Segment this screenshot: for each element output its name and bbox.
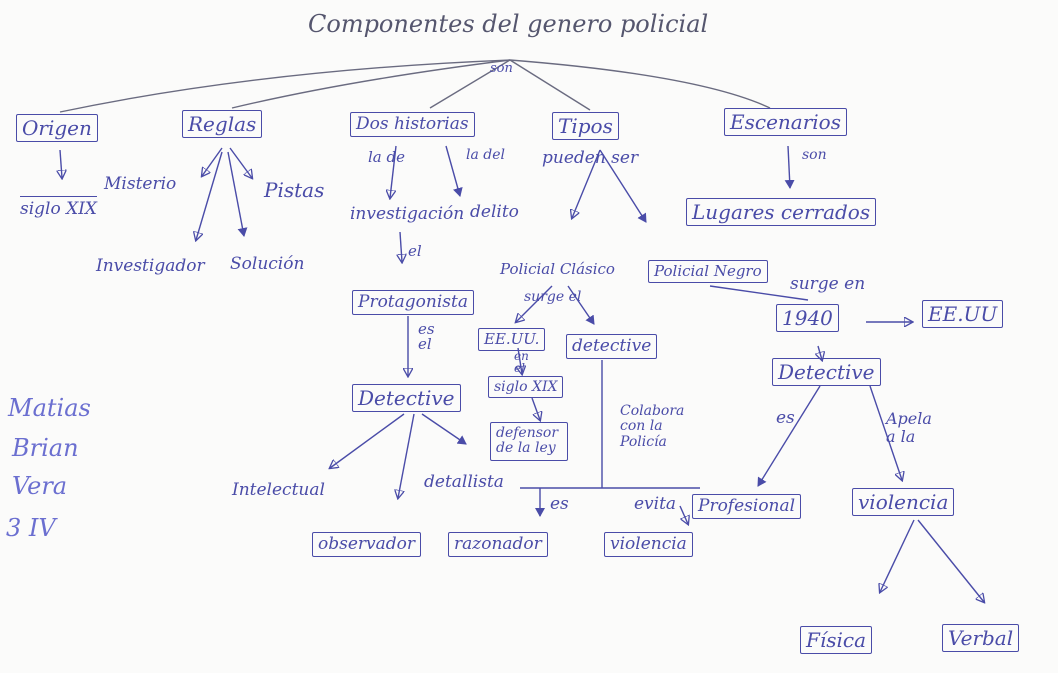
- node-policial-negro: Policial Negro: [648, 260, 768, 283]
- node-profesional: Profesional: [692, 494, 802, 519]
- edge-label-son-escenarios: son: [802, 147, 827, 163]
- signature-course: 3 IV: [6, 514, 56, 542]
- line-title-reglas: [231, 59, 511, 109]
- arrow-escenarios-lugares: [784, 145, 795, 189]
- edge-label-surge-en: surge en: [790, 274, 866, 294]
- node-defensor: defensor de la ley: [490, 422, 568, 461]
- edge-label-colabora: Colabora con la Policía: [620, 403, 685, 450]
- arrow-dos-investigacion: [390, 145, 397, 198]
- signature-name-1: Matias: [8, 394, 91, 422]
- arrow-clasico-eeuu: [516, 285, 553, 322]
- node-delito: delito: [470, 202, 519, 222]
- line-title-dos-historias: [429, 59, 511, 109]
- node-intelectual: Intelectual: [232, 480, 325, 500]
- edge-label-el: el: [408, 242, 422, 260]
- edge-label-es-el: es el: [418, 320, 435, 353]
- node-detective-mid: detective: [566, 334, 658, 359]
- signature-name-3: Vera: [12, 472, 68, 500]
- arrow-detective-detallista: [421, 413, 467, 445]
- edge-label-surge-el: surge el: [524, 289, 582, 305]
- node-origen: Origen: [16, 114, 98, 142]
- node-detective-right: Detective: [772, 358, 881, 386]
- arrow-eeuu-siglo: [518, 347, 522, 374]
- edge-label-en-el: en el: [514, 349, 529, 375]
- edge-label-apela: Apela a la: [886, 409, 932, 447]
- arrow-reglas-misterio: [202, 147, 223, 176]
- arrow-tipos-negro: [599, 149, 647, 223]
- node-tipos: Tipos: [552, 112, 619, 140]
- node-investigacion: investigación: [350, 204, 465, 224]
- node-misterio: Misterio: [104, 174, 177, 194]
- node-pistas: Pistas: [264, 178, 325, 202]
- node-reglas: Reglas: [182, 110, 263, 138]
- arrow-1940-detective: [818, 345, 822, 360]
- node-investigador: Investigador: [96, 256, 205, 276]
- line-title-origen: [59, 59, 511, 113]
- node-protagonista: Protagonista: [352, 290, 474, 315]
- node-escenarios: Escenarios: [724, 108, 847, 136]
- arrow-detective-profesional: [757, 385, 821, 487]
- arrow-clasico-detective: [567, 285, 595, 325]
- map-title: Componentes del genero policial: [308, 10, 709, 38]
- edge-label-la-del: la del: [466, 147, 505, 163]
- node-siglo-xix-left: siglo XIX: [20, 196, 98, 218]
- node-1940: 1940: [776, 304, 839, 332]
- arrow-violencia-fisica: [880, 519, 915, 592]
- line-title-tipos: [509, 59, 591, 111]
- node-observador: observador: [312, 532, 422, 557]
- edge-label-es-bottom: es: [550, 494, 569, 514]
- edge-label-pueden-ser: pueden ser: [542, 148, 639, 168]
- edge-label-evita: evita: [634, 494, 677, 514]
- node-fisica: Física: [800, 626, 873, 654]
- node-razonador: razonador: [448, 532, 548, 557]
- arrow-reglas-solucion: [227, 151, 248, 237]
- arrow-violencia-verbal: [917, 519, 984, 602]
- arrow-siglo-defensor: [531, 397, 540, 420]
- node-eeuu-mid: EE.UU.: [478, 328, 546, 351]
- arrow-tipos-clasico: [572, 149, 601, 218]
- line-title-escenarios: [509, 59, 771, 109]
- arrow-investigacion-protagonista: [400, 231, 402, 262]
- line-negro-1940: [709, 285, 809, 301]
- node-policial-clasico: Policial Clásico: [500, 260, 615, 278]
- node-violencia-right: violencia: [852, 488, 955, 516]
- node-detective-left: Detective: [352, 384, 461, 412]
- edge-label-la-de: la de: [368, 148, 405, 166]
- edge-label-es-right: es: [776, 408, 795, 428]
- arrow-reglas-investigador: [196, 151, 223, 240]
- node-eeuu-right: EE.UU: [922, 300, 1004, 328]
- arrow-detective-observador: [398, 413, 415, 498]
- node-dos-historias: Dos historias: [350, 112, 475, 137]
- arrow-detective-intelectual: [330, 413, 405, 468]
- node-violencia-mid: violencia: [604, 532, 693, 557]
- node-detallista: detallista: [424, 472, 504, 492]
- arrow-reglas-pistas: [229, 147, 252, 178]
- edge-label-son: son: [490, 61, 513, 76]
- node-lugares-cerrados: Lugares cerrados: [686, 198, 877, 226]
- arrow-dos-delito: [445, 145, 463, 197]
- node-solucion: Solución: [230, 254, 305, 274]
- node-siglo-xix-mid: siglo XIX: [488, 376, 564, 398]
- arrow-evita-violencia: [679, 505, 688, 524]
- arrow-detective-violencia: [869, 385, 902, 480]
- node-verbal: Verbal: [942, 624, 1020, 652]
- arrow-origen-siglo: [60, 149, 62, 178]
- signature-name-2: Brian: [12, 434, 79, 462]
